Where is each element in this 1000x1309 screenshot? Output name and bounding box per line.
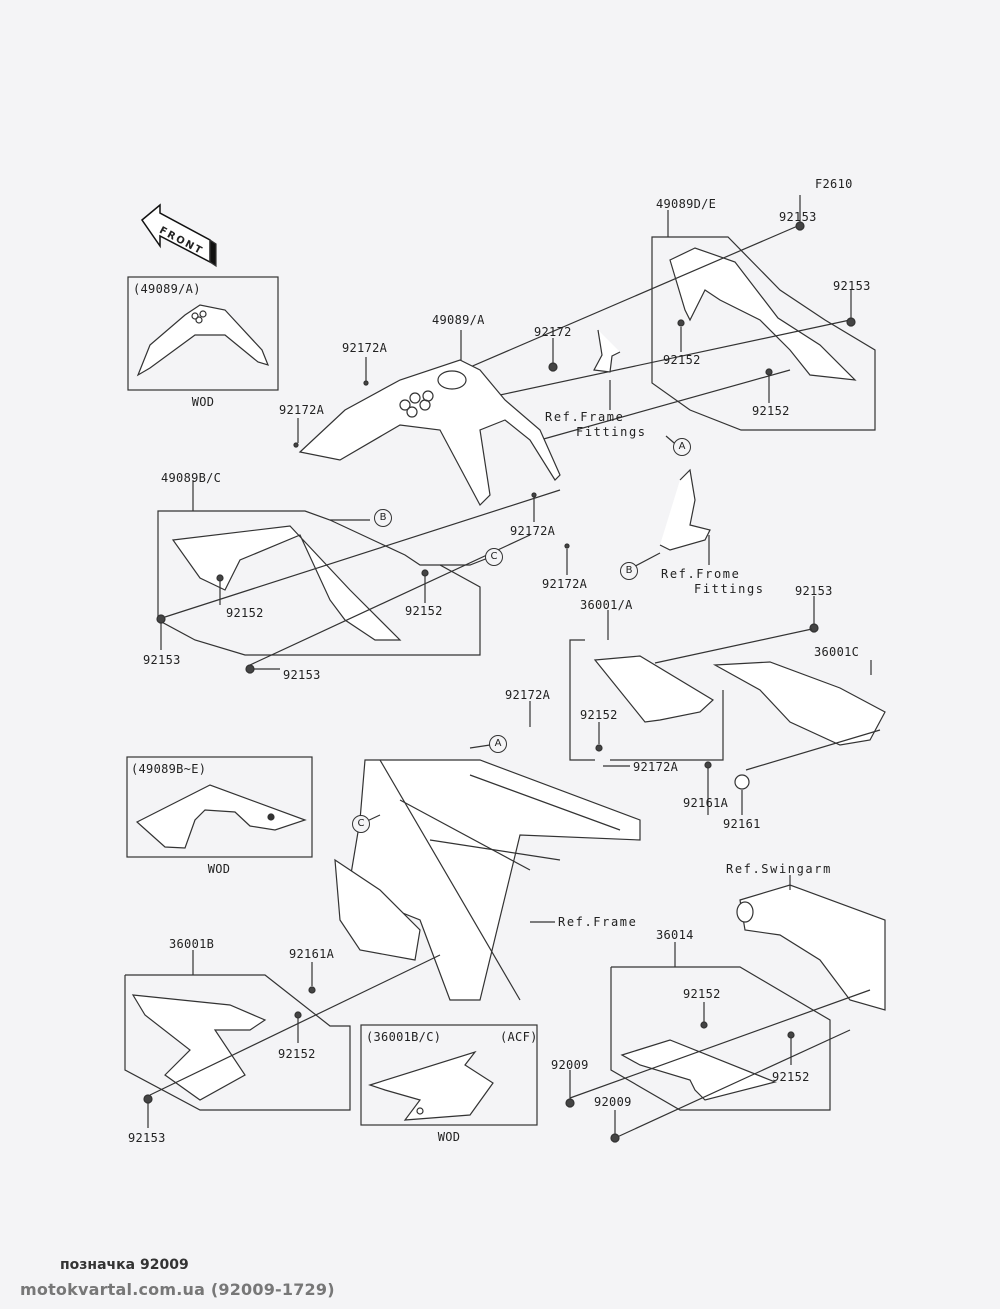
part-36001b [131, 994, 267, 1101]
ref-frame-fittings-1 [593, 329, 621, 373]
ref-frame-fittings-label-2: Ref.Frome [661, 567, 741, 581]
part-label-92153[interactable]: 92153 [283, 668, 321, 682]
callout-a-top: A [673, 438, 691, 456]
part-label-36001b[interactable]: 36001B [169, 937, 215, 951]
part-label-92172[interactable]: 92172 [534, 325, 572, 339]
ref-frame-fittings-label-2b: Fittings [694, 582, 765, 596]
ref-frame-fittings-label-1: Ref.Frame [545, 410, 625, 424]
part-label-92153[interactable]: 92153 [128, 1131, 166, 1145]
part-label-92172a[interactable]: 92172A [510, 524, 556, 538]
ref-swingarm-drawing [736, 884, 886, 1011]
footer-source[interactable]: motokvartal.com.ua (92009-1729) [20, 1280, 335, 1299]
part-36014 [620, 1039, 777, 1101]
part-label-92152[interactable]: 92152 [278, 1047, 316, 1061]
callout-a-frame: A [489, 735, 507, 753]
part-label-92009[interactable]: 92009 [594, 1095, 632, 1109]
part-label-49089de[interactable]: 49089D/E [656, 197, 717, 211]
inset-title-49089b-e: (49089B~E) [131, 762, 207, 776]
part-label-92161[interactable]: 92161 [723, 817, 761, 831]
part-label-92172a[interactable]: 92172A [505, 688, 551, 702]
callout-c-frame: C [352, 815, 370, 833]
front-arrow-icon [140, 203, 217, 268]
figure-code: F2610 [815, 177, 853, 191]
part-label-36014[interactable]: 36014 [656, 928, 694, 942]
part-49089a [298, 359, 561, 506]
part-label-92152[interactable]: 92152 [663, 353, 701, 367]
part-label-92152[interactable]: 92152 [580, 708, 618, 722]
part-label-92172a[interactable]: 92172A [633, 760, 679, 774]
part-label-92172a[interactable]: 92172A [279, 403, 325, 417]
part-label-92152[interactable]: 92152 [752, 404, 790, 418]
inset-title-49089a: (49089/A) [133, 282, 201, 296]
inset-frame-49089b-e [126, 756, 313, 858]
inset-note-49089a: WOD [191, 395, 215, 409]
part-label-92009[interactable]: 92009 [551, 1058, 589, 1072]
part-label-92153[interactable]: 92153 [795, 584, 833, 598]
ref-frame-drawing [334, 759, 641, 1001]
part-label-92152[interactable]: 92152 [683, 987, 721, 1001]
ref-frame-fittings-label-1b: Fittings [576, 425, 647, 439]
part-label-49089a[interactable]: 49089/A [432, 313, 485, 327]
footer-caption: позначка 92009 [60, 1257, 189, 1273]
inset-note-36001bc: WOD [437, 1130, 461, 1144]
inset-frame-49089a [127, 276, 279, 391]
callout-b-left: B [374, 509, 392, 527]
part-label-92172a[interactable]: 92172A [342, 341, 388, 355]
part-label-92153[interactable]: 92153 [833, 279, 871, 293]
part-label-92153[interactable]: 92153 [779, 210, 817, 224]
inset-title-36001bc: (36001B/C) [366, 1030, 442, 1044]
ref-frame-fittings-2 [659, 468, 711, 551]
part-label-92161a[interactable]: 92161A [289, 947, 335, 961]
inset-tag-acf: (ACF) [500, 1030, 538, 1044]
part-49089de [669, 247, 857, 381]
callout-c-left: C [485, 548, 503, 566]
inset-part-49089b-e [135, 784, 307, 849]
inset-note-49089b-e: WOD [207, 862, 231, 876]
part-36001c [712, 661, 886, 746]
part-label-36001a[interactable]: 36001/A [580, 598, 633, 612]
part-label-92152[interactable]: 92152 [772, 1070, 810, 1084]
callout-b-right: B [620, 562, 638, 580]
part-label-92152[interactable]: 92152 [405, 604, 443, 618]
part-49089bc [171, 525, 402, 641]
part-label-49089bc[interactable]: 49089B/C [161, 471, 222, 485]
part-36001a [593, 655, 714, 723]
part-label-92153[interactable]: 92153 [143, 653, 181, 667]
part-label-36001c[interactable]: 36001C [814, 645, 860, 659]
ref-frame-label: Ref.Frame [558, 915, 638, 929]
part-label-92152[interactable]: 92152 [226, 606, 264, 620]
part-label-92172a[interactable]: 92172A [542, 577, 588, 591]
inset-frame-36001bc [360, 1024, 538, 1126]
inset-part-36001bc [368, 1050, 494, 1121]
ref-swingarm-label: Ref.Swingarm [726, 862, 832, 876]
inset-part-49089a [136, 304, 270, 377]
part-label-92161a[interactable]: 92161A [683, 796, 729, 810]
